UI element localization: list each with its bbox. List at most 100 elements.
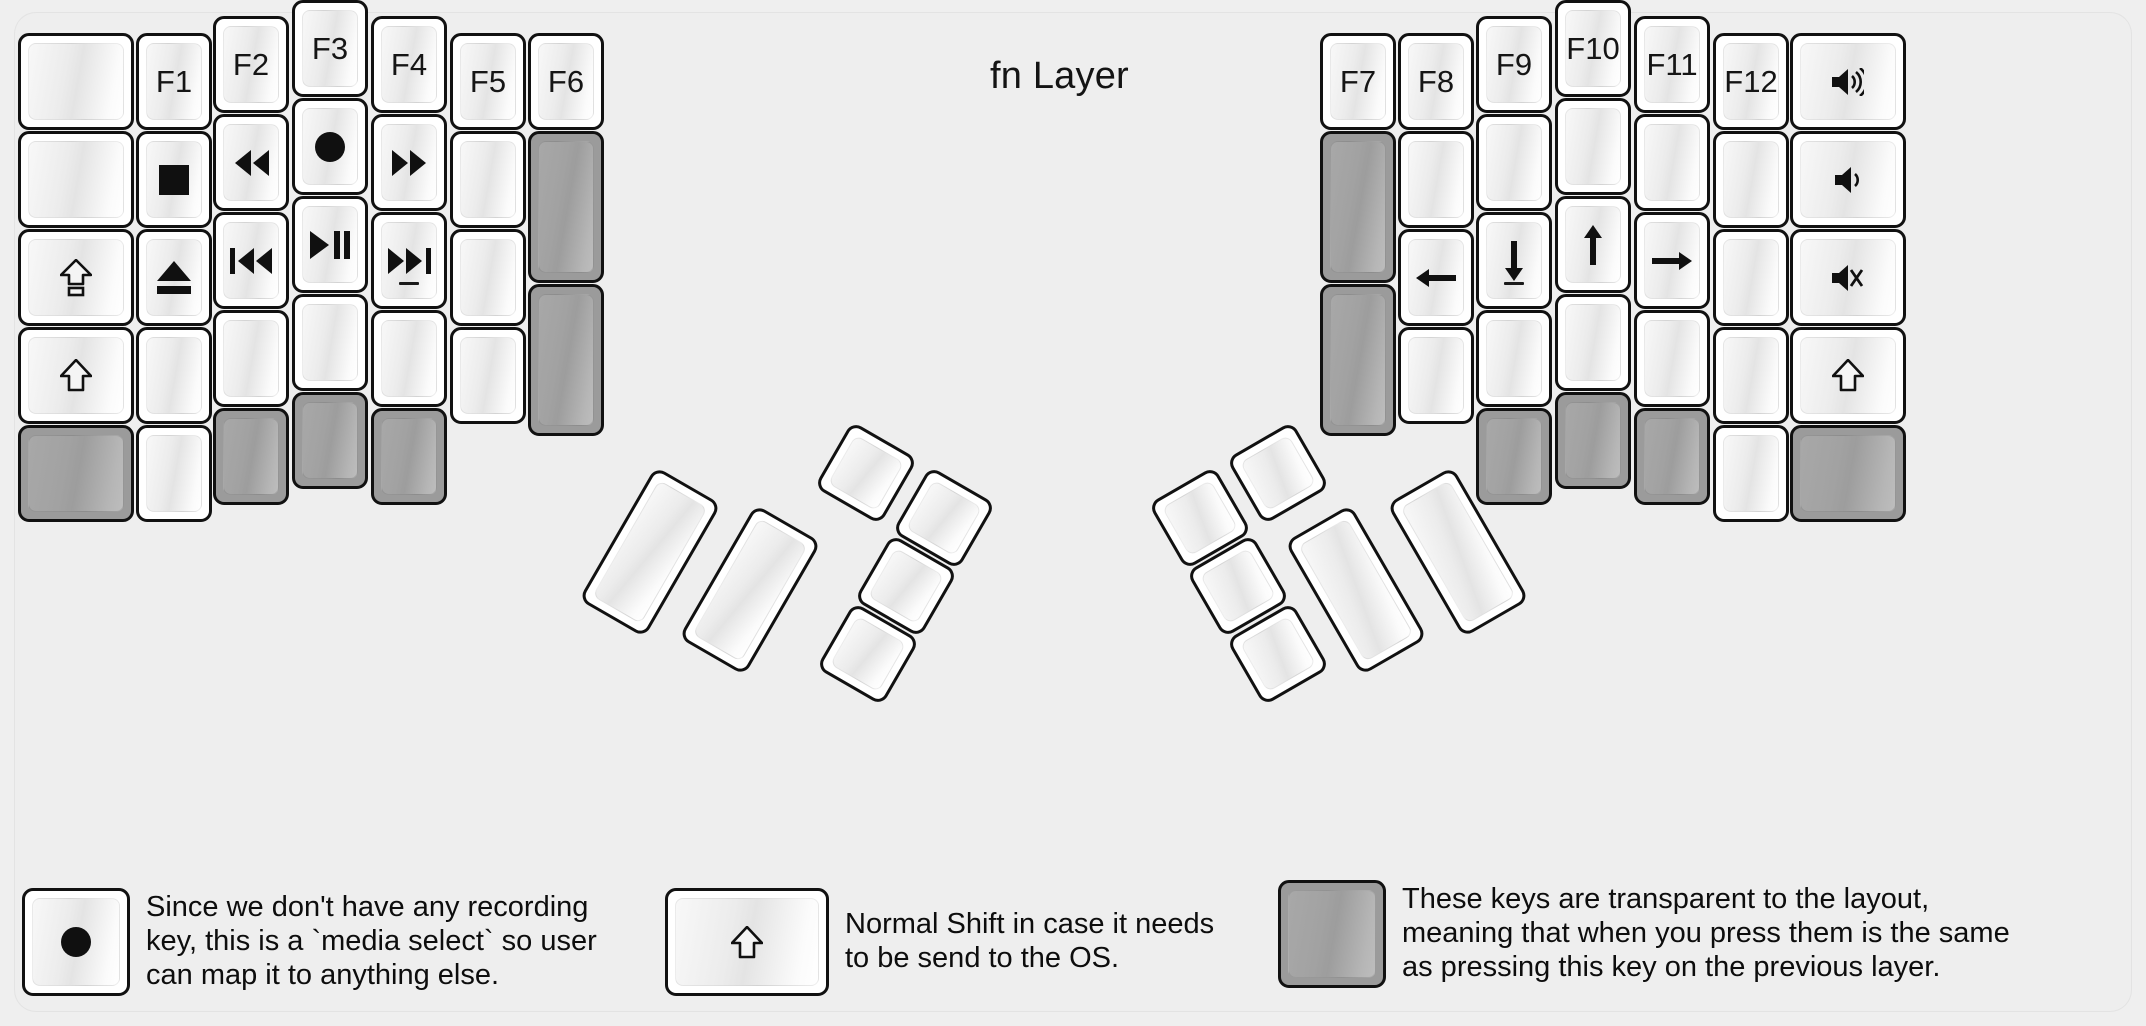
key-left-index-column-1[interactable] [371, 114, 447, 211]
key-left-innermost-column-2[interactable] [528, 284, 604, 436]
key-left-inner-column-0[interactable]: F5 [450, 33, 526, 130]
legend-key-1[interactable] [665, 888, 829, 996]
key-left-outer-column-2[interactable] [18, 229, 134, 326]
keycap [1239, 615, 1317, 693]
key-right-index-column-2[interactable] [1476, 212, 1552, 309]
key-left-inner-column-2[interactable] [450, 229, 526, 326]
keycap [1161, 479, 1239, 557]
keycap [146, 239, 202, 316]
keycap: F1 [146, 43, 202, 120]
key-right-index-column-3[interactable] [1476, 310, 1552, 407]
key-right-middle-column-1[interactable] [1555, 98, 1631, 195]
key-left-ring-column-0[interactable]: F2 [213, 16, 289, 113]
legend-text-1: Normal Shift in case it needs to be send… [845, 908, 1215, 974]
keycap [1486, 418, 1542, 495]
legend-text-2: These keys are transparent to the layout… [1402, 883, 2010, 983]
key-left-middle-column-4[interactable] [292, 392, 368, 489]
key-left-middle-column-2[interactable] [292, 196, 368, 293]
keycap [905, 479, 983, 557]
key-right-ring-column-4[interactable] [1634, 408, 1710, 505]
media-next-icon [387, 247, 431, 274]
key-right-middle-column-4[interactable] [1555, 392, 1631, 489]
key-left-pinky-column-4[interactable] [136, 425, 212, 522]
key-right-pinky-column-4[interactable] [1713, 425, 1789, 522]
key-right-pinky-column-0[interactable]: F12 [1713, 33, 1789, 130]
keycap [1644, 418, 1700, 495]
key-right-ring-column-0[interactable]: F11 [1634, 16, 1710, 113]
key-left-innermost-column-0[interactable]: F6 [528, 33, 604, 130]
key-right-pinky-column-2[interactable] [1713, 229, 1789, 326]
key-right-ring-column-2[interactable] [1634, 212, 1710, 309]
key-right-innermost-column-0[interactable]: F7 [1320, 33, 1396, 130]
keycap [223, 222, 279, 299]
keycap: F11 [1644, 26, 1700, 103]
key-left-ring-column-2[interactable] [213, 212, 289, 309]
keycap [1800, 43, 1896, 120]
key-left-index-column-4[interactable] [371, 408, 447, 505]
key-left-pinky-column-3[interactable] [136, 327, 212, 424]
key-right-pinky-column-3[interactable] [1713, 327, 1789, 424]
keycap [28, 435, 124, 512]
key-left-middle-column-1[interactable] [292, 98, 368, 195]
key-right-inner-column-0[interactable]: F8 [1398, 33, 1474, 130]
keycap [1800, 337, 1896, 414]
legend-key-0[interactable] [22, 888, 130, 996]
key-right-pinky-column-1[interactable] [1713, 131, 1789, 228]
key-left-inner-column-1[interactable] [450, 131, 526, 228]
key-right-middle-column-2[interactable] [1555, 196, 1631, 293]
key-left-outer-column-0[interactable] [18, 33, 134, 130]
keycap: F3 [302, 10, 358, 87]
key-right-inner-column-3[interactable] [1398, 327, 1474, 424]
key-left-middle-column-0[interactable]: F3 [292, 0, 368, 97]
key-right-middle-column-3[interactable] [1555, 294, 1631, 391]
key-right-ring-column-1[interactable] [1634, 114, 1710, 211]
key-left-index-column-2[interactable] [371, 212, 447, 309]
keycap [1486, 222, 1542, 299]
key-right-outer-column-4[interactable] [1790, 425, 1906, 522]
key-left-outer-column-4[interactable] [18, 425, 134, 522]
key-left-pinky-column-0[interactable]: F1 [136, 33, 212, 130]
media-rewind-icon [233, 149, 270, 176]
key-left-index-column-3[interactable] [371, 310, 447, 407]
key-right-index-column-1[interactable] [1476, 114, 1552, 211]
key-right-outer-column-0[interactable] [1790, 33, 1906, 130]
keycap [867, 547, 945, 625]
key-left-ring-column-1[interactable] [213, 114, 289, 211]
legend-keycap [32, 898, 120, 986]
keycap [381, 222, 437, 299]
key-right-inner-column-2[interactable] [1398, 229, 1474, 326]
key-right-innermost-column-1[interactable] [1320, 131, 1396, 283]
key-left-inner-column-3[interactable] [450, 327, 526, 424]
keycap [28, 43, 124, 120]
key-left-ring-column-3[interactable] [213, 310, 289, 407]
shift-icon [60, 359, 92, 392]
key-left-innermost-column-1[interactable] [528, 131, 604, 283]
key-right-inner-column-1[interactable] [1398, 131, 1474, 228]
key-right-index-column-0[interactable]: F9 [1476, 16, 1552, 113]
key-right-outer-column-1[interactable] [1790, 131, 1906, 228]
key-left-outer-column-3[interactable] [18, 327, 134, 424]
key-left-pinky-column-2[interactable] [136, 229, 212, 326]
keycap [1800, 435, 1896, 512]
key-left-ring-column-4[interactable] [213, 408, 289, 505]
key-left-pinky-column-1[interactable] [136, 131, 212, 228]
key-right-index-column-4[interactable] [1476, 408, 1552, 505]
key-left-middle-column-3[interactable] [292, 294, 368, 391]
key-right-innermost-column-2[interactable] [1320, 284, 1396, 436]
keycap [1565, 304, 1621, 381]
keycap [1199, 547, 1277, 625]
keycap [1330, 294, 1386, 426]
key-label: F3 [311, 31, 349, 66]
keycap [223, 124, 279, 201]
legend-key-2[interactable] [1278, 880, 1386, 988]
key-right-ring-column-3[interactable] [1634, 310, 1710, 407]
key-right-outer-column-3[interactable] [1790, 327, 1906, 424]
keycap: F10 [1565, 10, 1621, 87]
media-stop-icon [159, 164, 189, 195]
homing-bump-marker [399, 282, 419, 285]
key-right-middle-column-0[interactable]: F10 [1555, 0, 1631, 97]
key-left-outer-column-1[interactable] [18, 131, 134, 228]
key-right-outer-column-2[interactable] [1790, 229, 1906, 326]
key-left-index-column-0[interactable]: F4 [371, 16, 447, 113]
